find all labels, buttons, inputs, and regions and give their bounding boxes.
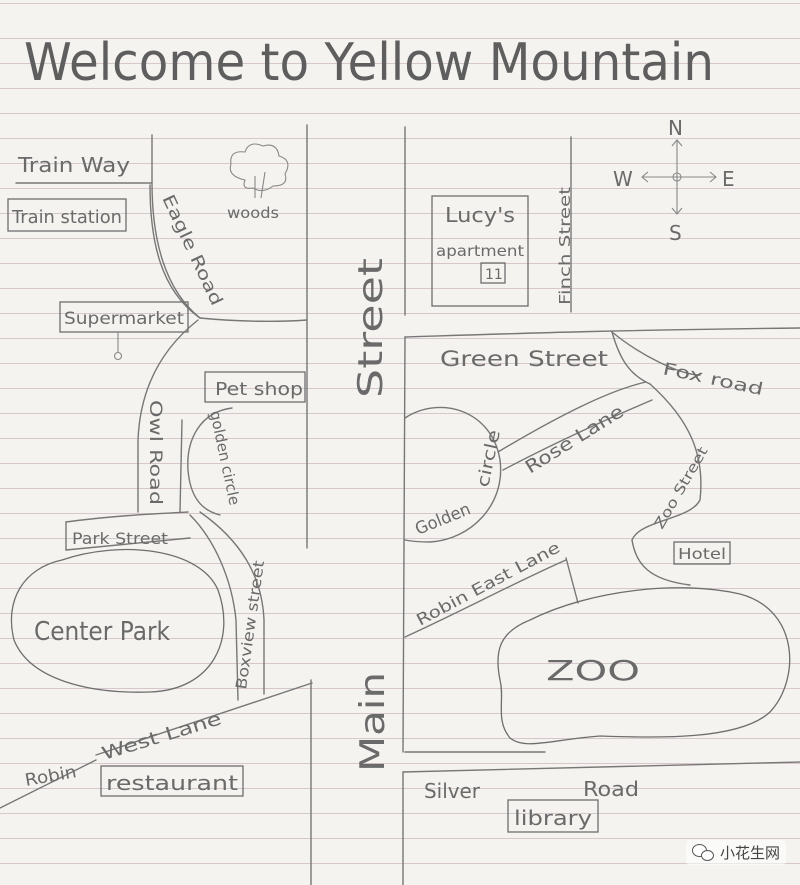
compass-rose [641, 139, 717, 215]
hotel-label: Hotel [678, 545, 726, 563]
pet-shop-box [204, 371, 306, 403]
apartment-number-box [480, 262, 506, 284]
rose-lane-north [497, 381, 647, 453]
train-station-box [7, 198, 127, 232]
robin-east-lane-north [404, 559, 567, 638]
pet-shop-label: Pet shop [215, 379, 303, 400]
center-park-label: Center Park [34, 617, 170, 647]
watermark-text: 小花生网 [719, 844, 780, 862]
robin-label: Robin [23, 762, 78, 791]
robin-east-lane-label: Robin East Lane [413, 538, 563, 630]
zoo-street-label: Zoo Street [652, 444, 712, 532]
lucys-apartment-box [431, 195, 529, 307]
zoo-outline [497, 587, 791, 745]
apartment-number-label: 11 [485, 267, 503, 283]
supermarket-pin [113, 351, 123, 361]
green-street-line [404, 327, 800, 338]
zoo-label: ZOO [546, 654, 640, 687]
restaurant-box [100, 765, 244, 797]
owl-road-label: Owl Road [145, 400, 165, 505]
green-street-label: Green Street [440, 347, 608, 371]
robin-west-lane-north [95, 682, 313, 756]
boxview-street-east [199, 511, 265, 695]
golden-label: Golden [412, 499, 473, 539]
owl-road-west [137, 319, 199, 513]
library-label: library [514, 806, 592, 830]
tree-icon [229, 143, 289, 199]
library-box [507, 799, 599, 833]
train-way-label: Train Way [17, 153, 130, 177]
robin-west-lane-label-lane: West Lane [99, 708, 224, 764]
fox-road-label: Fox road [661, 359, 765, 400]
woods-label: woods [227, 204, 279, 222]
rose-lane-south [502, 399, 653, 471]
main-street-east-edge-lower [402, 336, 406, 753]
park-street-label: Park Street [72, 529, 168, 548]
park-street-south [65, 537, 191, 551]
supermarket-label: Supermarket [64, 309, 184, 329]
supermarket-box [59, 301, 189, 333]
train-station-label: Train station [11, 207, 122, 228]
compass-south: S [669, 221, 682, 245]
road-label: Road [583, 777, 639, 801]
park-street-north [65, 511, 189, 523]
eagle-road-label: Eagle Road [157, 192, 226, 309]
lucys-apartment-label-2: apartment [436, 242, 524, 260]
fox-road-north [611, 331, 651, 385]
rose-lane-label: Rose Lane [522, 401, 628, 478]
main-street-label-main: Main [353, 672, 393, 772]
finch-street-label: Finch Street [556, 187, 574, 305]
eagle-road-east [199, 317, 308, 322]
golden-circle-label-left: golden circle [206, 409, 244, 507]
center-park-outline [10, 548, 225, 693]
boxview-street-label: Boxview street [232, 559, 268, 690]
fox-road-south [631, 383, 702, 541]
compass-west: W [613, 167, 633, 191]
robin-west-lane-south [0, 759, 97, 809]
hotel-box [673, 541, 731, 565]
zoo-street-line [631, 539, 691, 586]
chat-bubble-icon [691, 843, 714, 862]
owl-road-east [179, 419, 183, 513]
golden-circle-left [187, 407, 233, 516]
robin-east-lane-branch [565, 557, 579, 604]
compass-east: E [722, 167, 735, 191]
silver-label: Silver [424, 779, 481, 803]
golden-circle-right [404, 406, 502, 543]
compass-north: N [668, 116, 683, 140]
watermark: 小花生网 [685, 840, 786, 865]
lucys-apartment-label-1: Lucy's [445, 203, 515, 227]
restaurant-label: restaurant [106, 771, 238, 795]
main-street-label-street: Street [351, 258, 391, 398]
fox-road-west [611, 331, 701, 376]
eagle-road-north [151, 182, 201, 319]
boxview-street-west [189, 514, 239, 701]
silver-road-line [402, 761, 800, 773]
map-title: Welcome to Yellow Mountain [24, 33, 714, 93]
